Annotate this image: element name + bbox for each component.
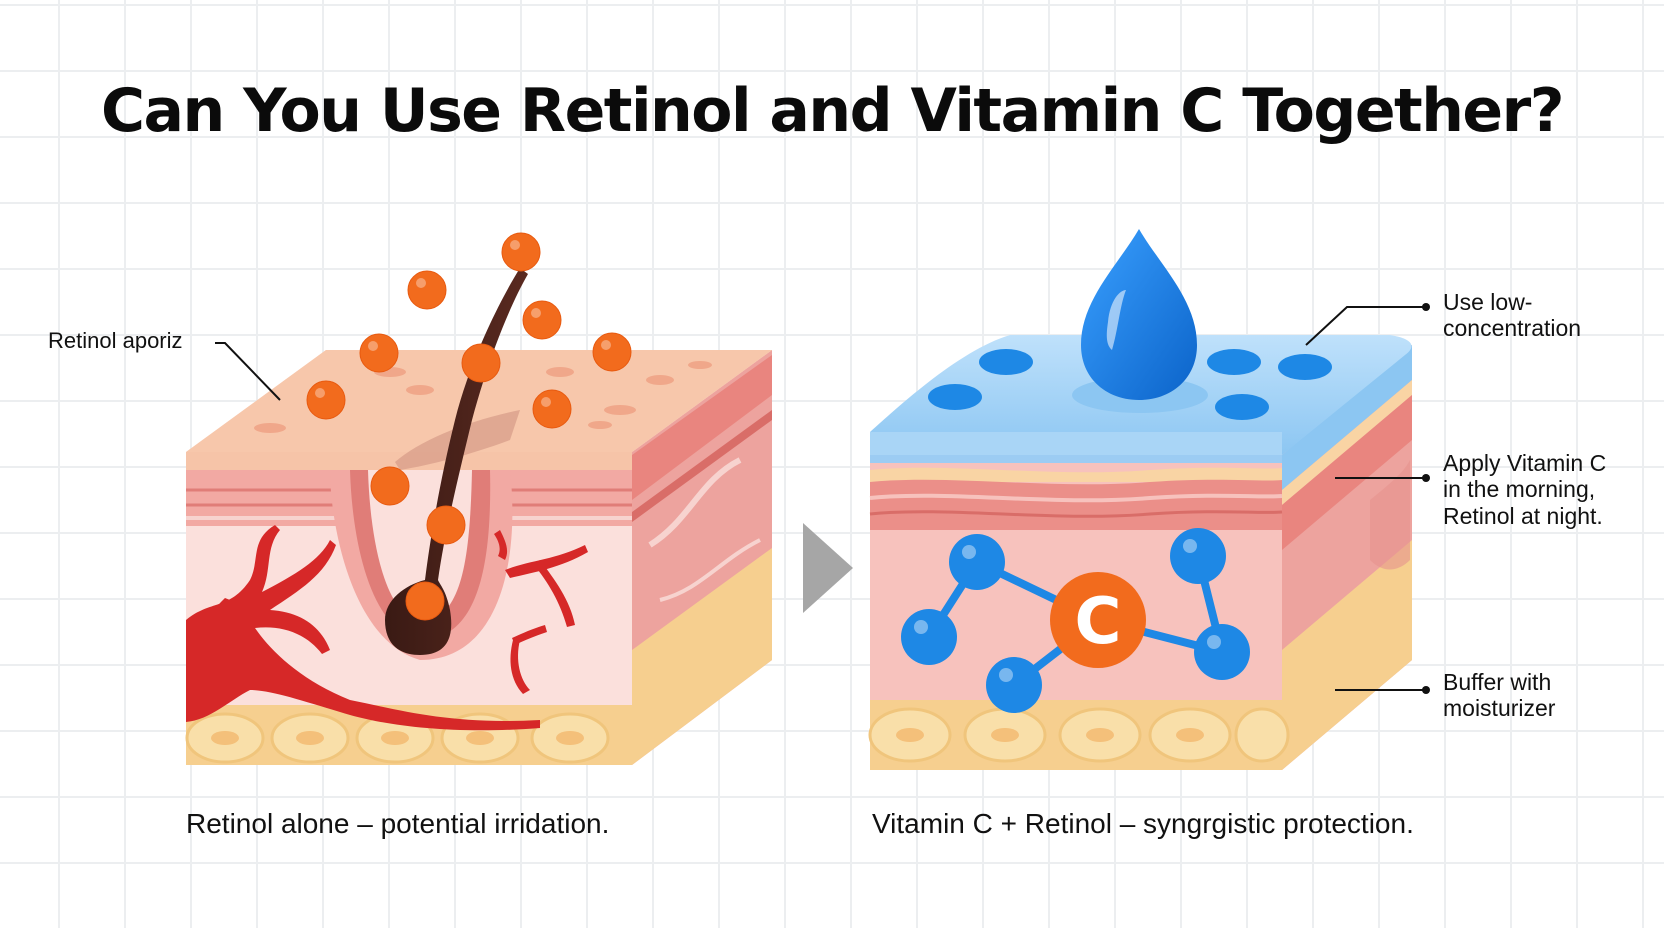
retinol-particles [306,232,632,621]
water-drop-icon [1081,229,1197,400]
left-callout-line [215,342,281,401]
right-callout-lines [1305,306,1426,691]
irritation-veins [186,525,588,731]
page-title: Can You Use Retinol and Vitamin C Togeth… [100,76,1565,146]
vitamin-c-badge-letter: C [1075,585,1122,659]
callout-use-low-concentration: Use low- concentration [1443,289,1582,342]
transition-arrow [803,523,853,613]
right-caption: Vitamin C + Retinol – syngrgistic protec… [872,808,1414,839]
left-caption: Retinol alone – potential irridation. [186,808,610,839]
callout-buffer-moisturizer: Buffer with moisturizer [1443,669,1556,722]
left-skin-block [185,232,772,765]
vitamin-c-molecule: C [901,528,1250,713]
hair-strand [385,268,528,655]
right-skin-block: C [868,229,1412,770]
left-callout-label: Retinol aporiz [48,328,183,353]
callout-apply-timing: Apply Vitamin C in the morning, Retinol … [1443,450,1607,529]
